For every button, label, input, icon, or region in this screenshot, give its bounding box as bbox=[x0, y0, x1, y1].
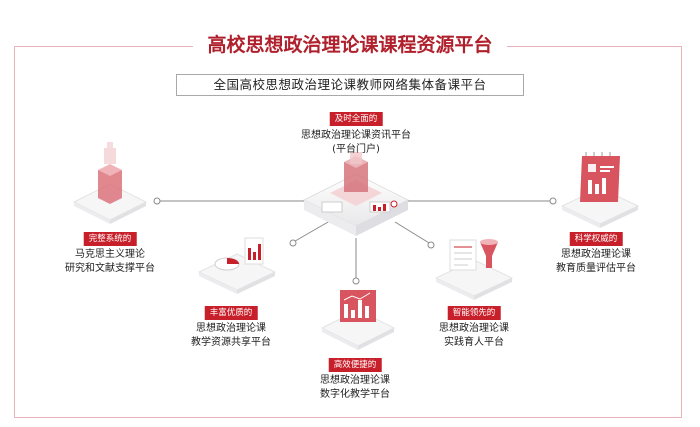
resource-label-line-2: 教学资源共享平台 bbox=[191, 337, 271, 348]
practice-platform-illustration bbox=[434, 239, 514, 300]
connector-dot-resource bbox=[289, 239, 297, 247]
quality-label-line-2: 教育质量评估平台 bbox=[556, 263, 636, 274]
connector-practice bbox=[394, 221, 435, 247]
practice-badge: 智能领先的 bbox=[447, 306, 501, 320]
portal-platform-illustration bbox=[302, 152, 410, 236]
marx-label: 马克思主义理论 研究和文献支撑平台 bbox=[65, 248, 155, 276]
center-label: 思想政治理论课资讯平台 (平台门户) bbox=[301, 129, 411, 157]
resource-badge: 丰富优质的 bbox=[204, 306, 258, 320]
center-label-line-2: (平台门户) bbox=[332, 144, 380, 155]
practice-label-line-2: 实践育人平台 bbox=[444, 337, 504, 348]
digital-label-line-2: 数字化教学平台 bbox=[320, 389, 390, 400]
connector-dot-practice bbox=[427, 241, 435, 249]
page-title: 高校思想政治理论课课程资源平台 bbox=[0, 33, 700, 57]
connector-dot-digital bbox=[352, 277, 360, 285]
quality-label-line-1: 思想政治理论课 bbox=[561, 249, 631, 260]
practice-label-line-1: 思想政治理论课 bbox=[439, 323, 509, 334]
connector-dot-marx bbox=[153, 197, 161, 205]
quality-badge: 科学权威的 bbox=[569, 232, 623, 246]
marx-platform-illustration bbox=[72, 142, 148, 224]
marx-label-line-1: 马克思主义理论 bbox=[75, 249, 145, 260]
resource-label-line-1: 思想政治理论课 bbox=[196, 323, 266, 334]
center-label-line-1: 思想政治理论课资讯平台 bbox=[301, 130, 411, 141]
marx-badge: 完整系统的 bbox=[83, 232, 137, 246]
practice-label: 思想政治理论课 实践育人平台 bbox=[439, 322, 509, 350]
connector-resource bbox=[289, 217, 336, 245]
center-badge: 及时全面的 bbox=[329, 112, 383, 126]
quality-label: 思想政治理论课 教育质量评估平台 bbox=[556, 248, 636, 276]
subtitle-banner: 全国高校思想政治理论课教师网络集体备课平台 bbox=[176, 74, 524, 96]
digital-label: 思想政治理论课 数字化教学平台 bbox=[320, 374, 390, 402]
quality-platform-illustration bbox=[560, 152, 640, 228]
digital-label-line-1: 思想政治理论课 bbox=[320, 375, 390, 386]
resource-platform-illustration bbox=[197, 237, 277, 294]
marx-label-line-2: 研究和文献支撑平台 bbox=[65, 263, 155, 274]
resource-label: 思想政治理论课 教学资源共享平台 bbox=[191, 322, 271, 350]
connector-dot-quality bbox=[549, 197, 557, 205]
digital-platform-illustration bbox=[320, 290, 396, 350]
digital-badge: 高效便捷的 bbox=[328, 358, 382, 372]
